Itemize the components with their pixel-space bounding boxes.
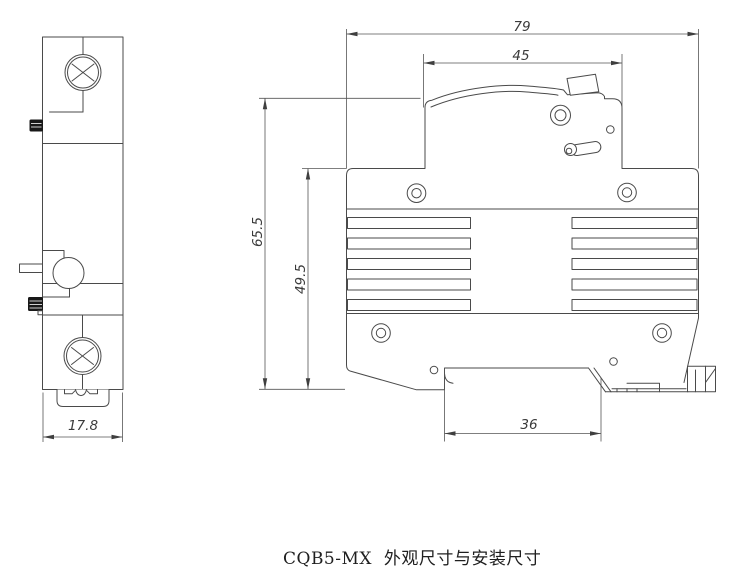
- dim-label-17-8: 17.8: [68, 418, 98, 434]
- drawing-caption: CQB5-MX 外观尺寸与安装尺寸: [283, 549, 542, 569]
- terminal-screw-top: [49, 36, 102, 113]
- dim-label-49-5: 49.5: [293, 264, 309, 294]
- dimension-side-width: 17.8: [42, 392, 123, 442]
- din-hook-arc: [444, 373, 454, 384]
- vent-slots-right: [571, 217, 698, 311]
- dim-label-79: 79: [513, 19, 530, 35]
- dimension-upper-width: 45: [423, 48, 623, 108]
- side-view: 17.8: [19, 36, 124, 442]
- rivets: [371, 104, 672, 343]
- plunger-mechanism: [19, 250, 85, 298]
- din-latch-bevel: [588, 367, 612, 393]
- dimension-overall-width: 79: [346, 19, 699, 169]
- indicator-lever: [564, 141, 602, 157]
- vent-slots-left: [347, 217, 471, 311]
- dimension-body-height: 49.5: [293, 168, 347, 390]
- front-view: 79 45 65.5 49.5: [250, 19, 716, 442]
- plunger: [52, 257, 85, 289]
- side-knob-bottom: [28, 297, 43, 316]
- dim-label-36: 36: [520, 417, 537, 433]
- small-holes: [429, 125, 618, 375]
- dimension-din-slot-width: 36: [444, 368, 602, 442]
- front-body-outline: [352, 84, 699, 383]
- terminal-screw-bottom: [63, 314, 102, 390]
- dim-label-45: 45: [512, 48, 529, 64]
- dimension-overall-height: 65.5: [250, 97, 421, 390]
- dim-label-65-5: 65.5: [250, 217, 266, 247]
- side-knob-top: [29, 119, 43, 132]
- side-pin: [19, 263, 43, 273]
- trip-flag-tab: [566, 73, 600, 96]
- din-foot-tab: [56, 389, 110, 407]
- din-clip-slider: [605, 365, 716, 393]
